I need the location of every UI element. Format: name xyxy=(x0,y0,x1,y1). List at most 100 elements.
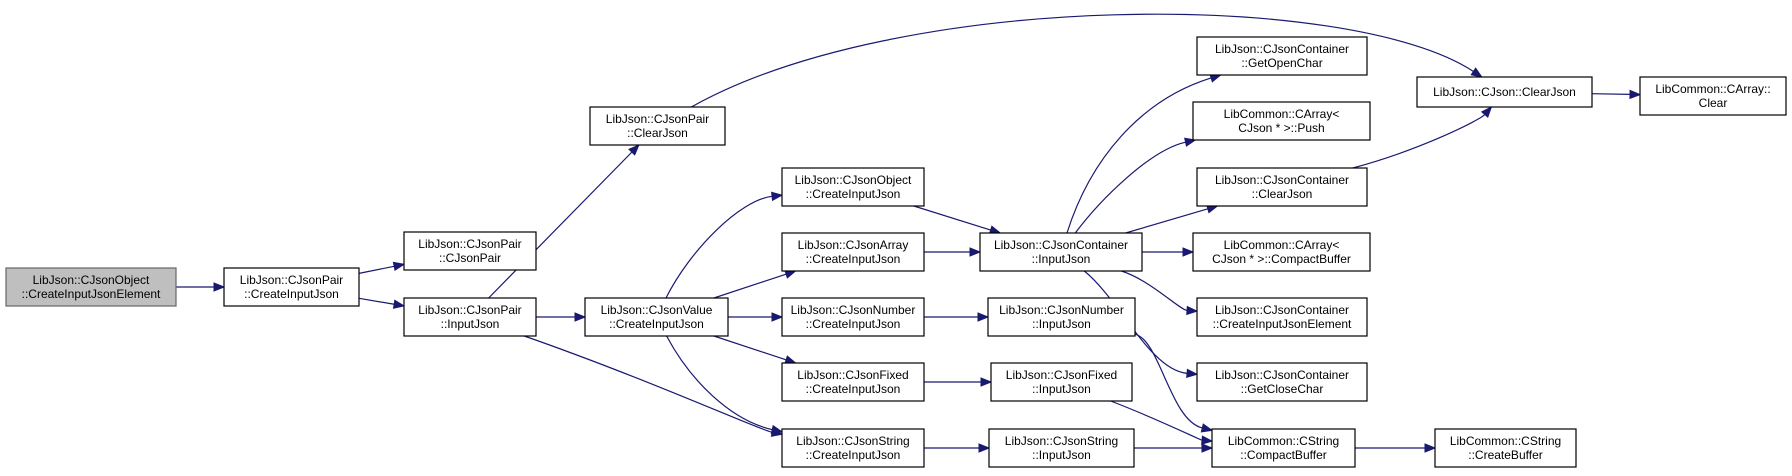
node-n10[interactable]: LibJson::CJsonArray::CreateInputJson xyxy=(781,232,925,272)
node-box[interactable] xyxy=(781,232,925,272)
node-box[interactable] xyxy=(1196,362,1368,402)
node-label-line: LibCommon::CArray< xyxy=(1224,107,1340,121)
node-box[interactable] xyxy=(990,362,1133,402)
node-box[interactable] xyxy=(1416,76,1593,108)
arrowhead-n13-n20 xyxy=(1182,247,1195,257)
node-n1[interactable]: LibJson::CJsonPair::CreateInputJson xyxy=(223,267,360,307)
edge-n15-n23 xyxy=(1110,400,1203,441)
node-label-line: LibJson::CJsonFixed xyxy=(1006,368,1117,382)
node-n15[interactable]: LibJson::CJsonFixed::InputJson xyxy=(990,362,1133,402)
node-n13[interactable]: LibJson::CJsonContainer::InputJson xyxy=(979,232,1143,272)
node-label-line: ::CreateInputJson xyxy=(806,382,901,396)
edge-n9-n13 xyxy=(913,205,991,231)
node-n4[interactable]: LibJson::CJsonPair::ClearJson xyxy=(589,106,726,146)
node-n2[interactable]: LibJson::CJsonPair::CJsonPair xyxy=(403,231,537,271)
node-box[interactable] xyxy=(781,167,925,207)
node-label-line: LibJson::CJsonContainer xyxy=(994,238,1128,252)
node-n19[interactable]: LibJson::CJsonContainer::ClearJson xyxy=(1196,167,1368,207)
edges-layer xyxy=(176,13,1642,453)
node-label-line: LibCommon::CArray< xyxy=(1224,238,1340,252)
node-box[interactable] xyxy=(5,267,177,307)
arrowhead-n5-n6 xyxy=(1629,89,1642,100)
node-label-line: LibJson::CJsonContainer xyxy=(1215,173,1349,187)
node-label-line: LibJson::CJsonArray xyxy=(798,238,909,252)
arrowhead-n10-n13 xyxy=(969,247,982,257)
node-box[interactable] xyxy=(403,297,537,337)
node-label-line: ::GetCloseChar xyxy=(1241,382,1324,396)
arrowhead-n1-n2 xyxy=(392,261,406,272)
node-box[interactable] xyxy=(1639,76,1787,116)
arrowhead-n15-n23 xyxy=(1201,435,1214,445)
node-n23[interactable]: LibCommon::CString::CompactBuffer xyxy=(1211,428,1356,468)
node-label-line: ::CJsonPair xyxy=(439,251,501,265)
node-label-line: CJson * >::CompactBuffer xyxy=(1212,252,1351,266)
node-n7[interactable]: LibJson::CJsonValue::CreateInputJson xyxy=(584,297,729,337)
node-n20[interactable]: LibCommon::CArray< CJson * >::CompactBuf… xyxy=(1192,232,1371,272)
nodes-layer: LibJson::CJsonObject::CreateInputJsonEle… xyxy=(5,36,1787,468)
node-label-line: ::CreateInputJson xyxy=(244,287,339,301)
node-label-line: LibCommon::CString xyxy=(1228,434,1339,448)
node-n18[interactable]: LibCommon::CArray< CJson * >::Push xyxy=(1192,101,1371,141)
node-box[interactable] xyxy=(584,297,729,337)
edge-n13-n18 xyxy=(1074,141,1186,234)
node-box[interactable] xyxy=(1434,428,1577,468)
node-label-line: LibCommon::CArray:: xyxy=(1655,82,1770,96)
node-label-line: ::GetOpenChar xyxy=(1241,56,1322,70)
node-n21[interactable]: LibJson::CJsonContainer::CreateInputJson… xyxy=(1196,297,1368,337)
arrowhead-n13-n21 xyxy=(1186,305,1199,316)
edge-n13-n21 xyxy=(1121,270,1188,312)
node-label-line: ::CompactBuffer xyxy=(1240,448,1326,462)
node-n17[interactable]: LibJson::CJsonContainer::GetOpenChar xyxy=(1196,36,1368,76)
arrowhead-n14-n23 xyxy=(1200,423,1214,433)
node-box[interactable] xyxy=(979,232,1143,272)
arrowhead-n3-n7 xyxy=(574,312,587,322)
node-label-line: ::InputJson xyxy=(1032,382,1091,396)
node-label-line: LibJson::CJsonNumber xyxy=(999,303,1124,317)
node-box[interactable] xyxy=(1211,428,1356,468)
node-label-line: LibJson::CJsonNumber xyxy=(791,303,916,317)
node-box[interactable] xyxy=(1192,232,1371,272)
node-n3[interactable]: LibJson::CJsonPair::InputJson xyxy=(403,297,537,337)
arrowhead-n8-n16 xyxy=(978,443,991,453)
node-n16[interactable]: LibJson::CJsonString::InputJson xyxy=(988,428,1135,468)
arrowhead-n7-n9 xyxy=(771,191,784,202)
node-box[interactable] xyxy=(1196,36,1368,76)
node-box[interactable] xyxy=(781,362,925,402)
node-label-line: ::CreateInputJson xyxy=(806,448,901,462)
node-box[interactable] xyxy=(1196,297,1368,337)
node-label-line: ::CreateInputJson xyxy=(609,317,704,331)
node-box[interactable] xyxy=(1192,101,1371,141)
node-n22[interactable]: LibJson::CJsonContainer::GetCloseChar xyxy=(1196,362,1368,402)
node-n6[interactable]: LibCommon::CArray::Clear xyxy=(1639,76,1787,116)
node-label-line: ::CreateInputJson xyxy=(806,252,901,266)
node-box[interactable] xyxy=(781,297,925,337)
node-n11[interactable]: LibJson::CJsonNumber::CreateInputJson xyxy=(781,297,925,337)
node-n14[interactable]: LibJson::CJsonNumber::InputJson xyxy=(987,297,1136,337)
node-n8[interactable]: LibJson::CJsonString::CreateInputJson xyxy=(781,428,925,468)
node-box[interactable] xyxy=(1196,167,1368,207)
node-box[interactable] xyxy=(988,428,1135,468)
node-label-line: LibJson::CJsonObject xyxy=(33,273,150,287)
edge-n7-n8 xyxy=(666,335,773,431)
node-box[interactable] xyxy=(589,106,726,146)
node-n12[interactable]: LibJson::CJsonFixed::CreateInputJson xyxy=(781,362,925,402)
node-box[interactable] xyxy=(403,231,537,271)
arrowhead-n7-n11 xyxy=(771,312,784,322)
arrowhead-n1-n3 xyxy=(392,299,406,309)
node-n0[interactable]: LibJson::CJsonObject::CreateInputJsonEle… xyxy=(5,267,177,307)
edge-n5-n6 xyxy=(1591,93,1631,96)
node-label-line: ::InputJson xyxy=(1032,448,1091,462)
node-box[interactable] xyxy=(223,267,360,307)
node-label-line: ::CreateInputJson xyxy=(806,187,901,201)
node-n24[interactable]: LibCommon::CString::CreateBuffer xyxy=(1434,428,1577,468)
node-label-line: LibJson::CJsonPair xyxy=(418,303,521,317)
node-n9[interactable]: LibJson::CJsonObject::CreateInputJson xyxy=(781,167,925,207)
node-box[interactable] xyxy=(781,428,925,468)
node-box[interactable] xyxy=(987,297,1136,337)
node-n5[interactable]: LibJson::CJson::ClearJson xyxy=(1416,76,1593,108)
arrowhead-n4-n5 xyxy=(1470,67,1483,78)
node-label-line: LibJson::CJsonValue xyxy=(601,303,713,317)
node-label-line: LibJson::CJsonPair xyxy=(418,237,521,251)
node-label-line: ::ClearJson xyxy=(627,126,688,140)
arrowhead-n19-n5 xyxy=(1480,105,1493,119)
